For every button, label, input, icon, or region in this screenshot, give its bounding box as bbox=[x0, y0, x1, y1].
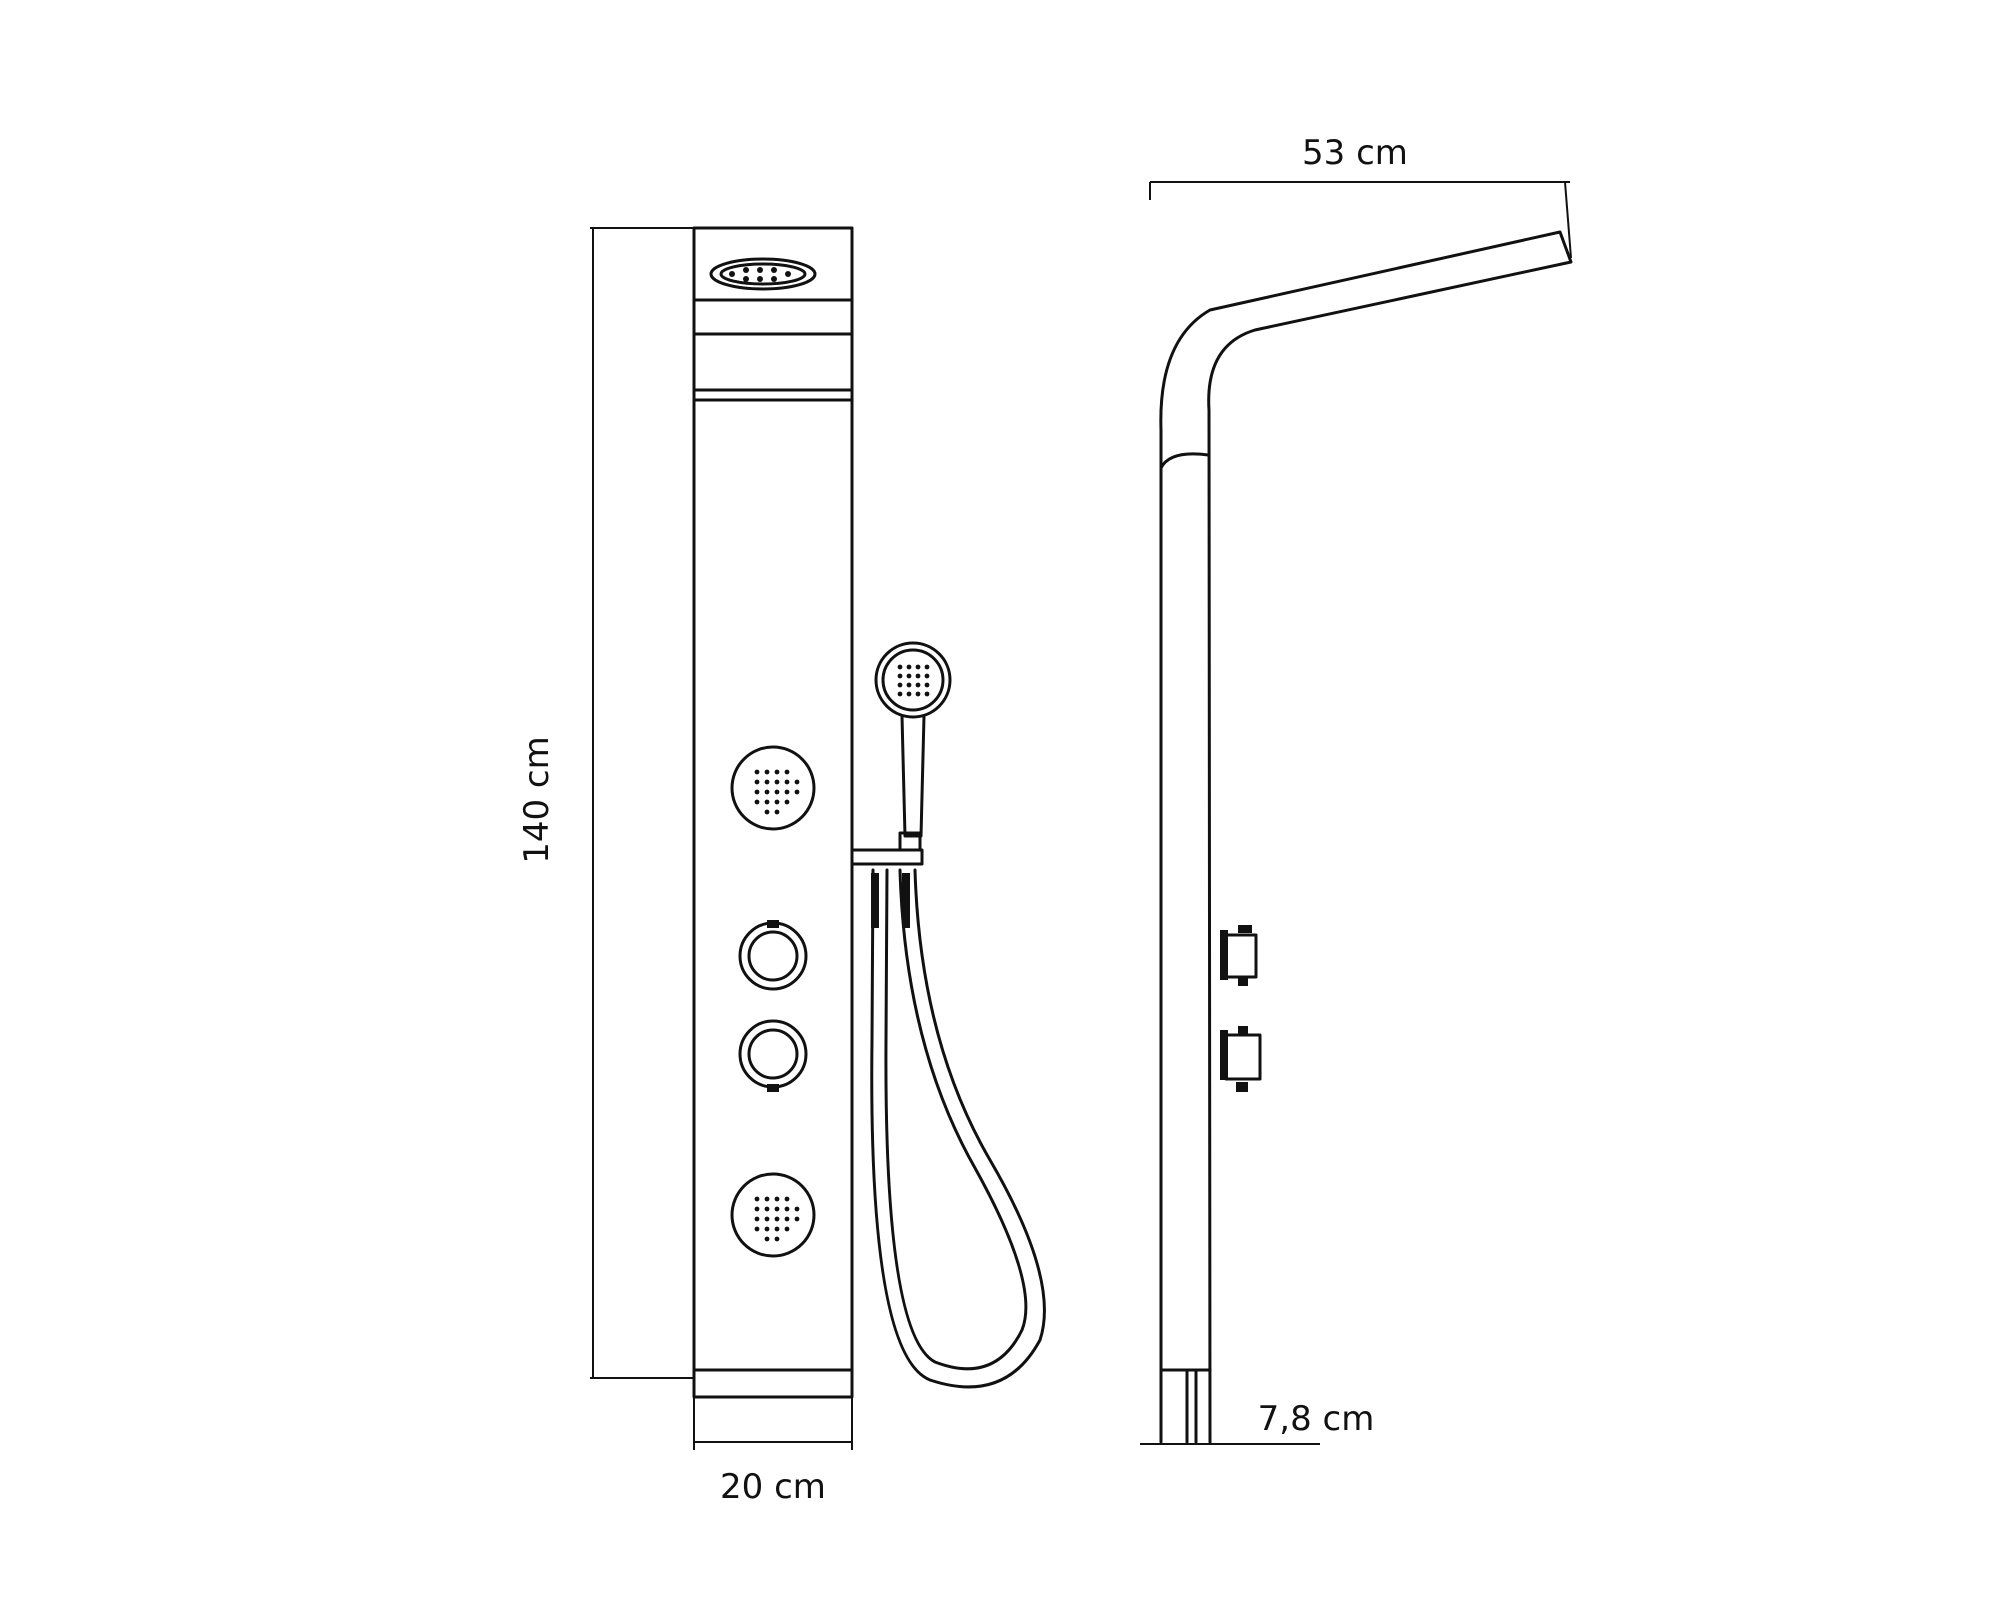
side-view: 53 cm 7,8 cm bbox=[1140, 133, 1573, 1445]
control-knob-icon bbox=[738, 920, 808, 991]
body-jet-icon bbox=[730, 745, 816, 831]
height-dimension: 140 cm bbox=[517, 227, 694, 1379]
height-label: 140 cm bbox=[517, 736, 557, 864]
control-knob-icon bbox=[1220, 1026, 1262, 1092]
front-view: 140 cm 20 cm bbox=[517, 226, 1046, 1507]
depth-dimension: 7,8 cm bbox=[1140, 1399, 1375, 1445]
hand-shower-icon bbox=[874, 641, 952, 838]
hand-shower-bracket bbox=[850, 848, 924, 866]
width-dimension: 20 cm bbox=[693, 1397, 853, 1507]
control-knob-icon bbox=[1220, 925, 1258, 986]
hose-icon bbox=[870, 868, 1046, 1389]
rain-showerhead-icon bbox=[709, 257, 817, 291]
depth-label: 7,8 cm bbox=[1258, 1399, 1375, 1439]
arm-reach-dimension: 53 cm bbox=[1149, 133, 1572, 259]
width-label: 20 cm bbox=[720, 1467, 826, 1507]
control-knob-icon bbox=[738, 1019, 808, 1092]
arm-reach-label: 53 cm bbox=[1302, 133, 1408, 173]
panel-outline bbox=[692, 226, 854, 1399]
body-jet-icon bbox=[730, 1172, 816, 1258]
side-profile bbox=[1159, 230, 1573, 1444]
